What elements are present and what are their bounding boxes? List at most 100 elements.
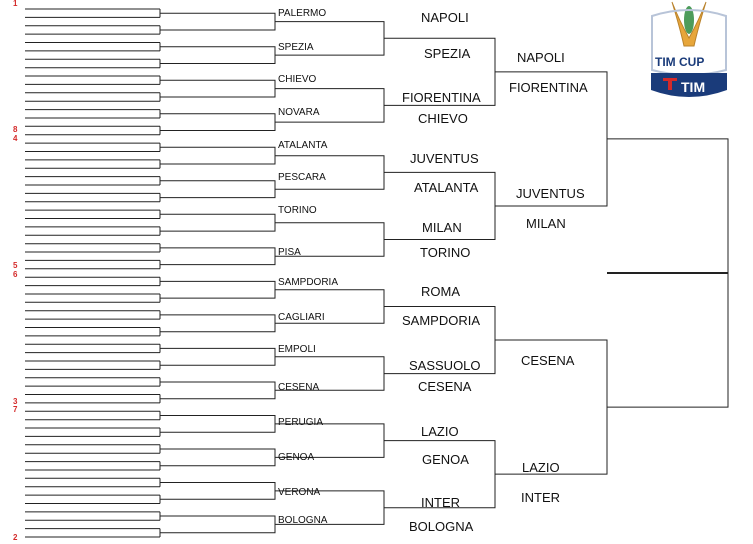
round1-bracket	[25, 343, 161, 354]
team-name: PESCARA	[278, 172, 326, 183]
round1-bracket	[25, 159, 161, 169]
team-name: GENOA	[422, 452, 469, 467]
team-name: CAGLIARI	[278, 312, 325, 323]
round1-bracket	[25, 75, 161, 85]
round3-names: NAPOLI SPEZIA FIORENTINA CHIEVO JUVENTUS…	[402, 10, 481, 534]
seed-label: 6	[13, 270, 18, 279]
team-name: BOLOGNA	[278, 515, 328, 526]
team-name: SPEZIA	[278, 42, 314, 53]
team-name: MILAN	[422, 220, 462, 235]
seed-label: 7	[13, 405, 18, 414]
team-name: NOVARA	[278, 107, 320, 118]
round2-bracket	[160, 515, 276, 534]
team-name: SAMPDORIA	[402, 313, 480, 328]
team-name: CESENA	[521, 353, 575, 368]
round2-bracket	[160, 280, 276, 299]
round2-bracket	[160, 347, 276, 366]
trophy-icon	[671, 1, 707, 47]
team-name: FIORENTINA	[509, 80, 588, 95]
round1-bracket	[25, 192, 161, 203]
round1-bracket	[25, 377, 161, 387]
team-name: TORINO	[420, 245, 470, 260]
team-name: INTER	[421, 495, 460, 510]
seed-label: 2	[13, 533, 18, 542]
round1-bracket	[25, 528, 161, 538]
tim-mark-icon	[663, 78, 677, 81]
team-name: MILAN	[526, 216, 566, 231]
seed-label: 5	[13, 261, 18, 270]
team-name: NAPOLI	[421, 10, 469, 25]
round2-names: PALERMO SPEZIA CHIEVO NOVARA ATALANTA PE…	[278, 8, 338, 526]
team-name: LAZIO	[522, 460, 560, 475]
round1-bracket	[25, 477, 161, 488]
team-name: ATALANTA	[278, 140, 328, 151]
team-name: NAPOLI	[517, 50, 565, 65]
seed-markers: 1 8 4 5 6 3 7 2	[13, 0, 18, 542]
team-name: INTER	[521, 490, 560, 505]
bracket-lines	[25, 8, 729, 538]
round2-bracket	[160, 79, 276, 98]
round1-bracket	[25, 176, 161, 186]
team-name: PERUGIA	[278, 417, 323, 428]
round2-bracket	[160, 213, 276, 232]
round1-bracket	[25, 427, 161, 437]
team-name: CESENA	[418, 379, 472, 394]
round2-bracket	[160, 482, 276, 500]
round1-bracket	[25, 461, 161, 471]
team-name: JUVENTUS	[410, 151, 479, 166]
logo-sponsor: TIM	[681, 79, 705, 95]
round1-bracket	[25, 276, 161, 287]
round1-bracket	[25, 293, 161, 303]
team-name: CESENA	[278, 382, 319, 393]
team-name: EMPOLI	[278, 344, 316, 355]
team-name: LAZIO	[421, 424, 459, 439]
team-name: SPEZIA	[424, 46, 471, 61]
seed-label: 4	[13, 134, 18, 143]
round1-bracket	[25, 125, 161, 136]
round1-bracket	[25, 511, 161, 521]
round1-bracket	[25, 360, 161, 370]
round1-bracket	[25, 109, 161, 119]
team-name: SASSUOLO	[409, 358, 481, 373]
team-name: SAMPDORIA	[278, 277, 338, 288]
team-name: BOLOGNA	[409, 519, 474, 534]
team-name: VERONA	[278, 487, 321, 498]
round1-bracket	[25, 92, 161, 102]
team-name: PALERMO	[278, 8, 326, 19]
round1-bracket	[25, 142, 161, 152]
round1-bracket	[25, 58, 161, 69]
round1-bracket	[25, 310, 161, 320]
round2-bracket	[160, 46, 276, 64]
round1-bracket	[25, 226, 161, 236]
team-name: GENOA	[278, 452, 314, 463]
team-name: CHIEVO	[418, 111, 468, 126]
team-name: JUVENTUS	[516, 186, 585, 201]
round2-bracket	[160, 314, 276, 333]
round1-bracket	[25, 42, 161, 52]
team-name: ATALANTA	[414, 180, 479, 195]
round1-bracket	[25, 444, 161, 454]
round2-bracket	[160, 415, 276, 433]
round2-bracket	[160, 146, 276, 165]
seed-label: 8	[13, 125, 18, 134]
round1-bracket	[25, 209, 161, 219]
round2-bracket	[160, 381, 276, 400]
round1-bracket	[25, 25, 161, 35]
seed-label: 3	[13, 397, 18, 406]
tim-mark-icon	[668, 81, 672, 90]
round1-bracket	[25, 259, 161, 270]
round1-bracket	[25, 243, 161, 253]
round1-bracket	[25, 494, 161, 504]
seed-label: 1	[13, 0, 18, 8]
round1-bracket	[25, 410, 161, 421]
logo-title: TIM CUP	[655, 55, 704, 69]
team-name: ROMA	[421, 284, 460, 299]
round2-bracket	[160, 12, 276, 31]
tim-cup-logo: TIM CUP TIM	[651, 1, 727, 97]
round2-bracket	[160, 180, 276, 199]
team-name: FIORENTINA	[402, 90, 481, 105]
team-name: CHIEVO	[278, 74, 317, 85]
round2-bracket	[160, 448, 276, 467]
team-name: TORINO	[278, 205, 317, 216]
